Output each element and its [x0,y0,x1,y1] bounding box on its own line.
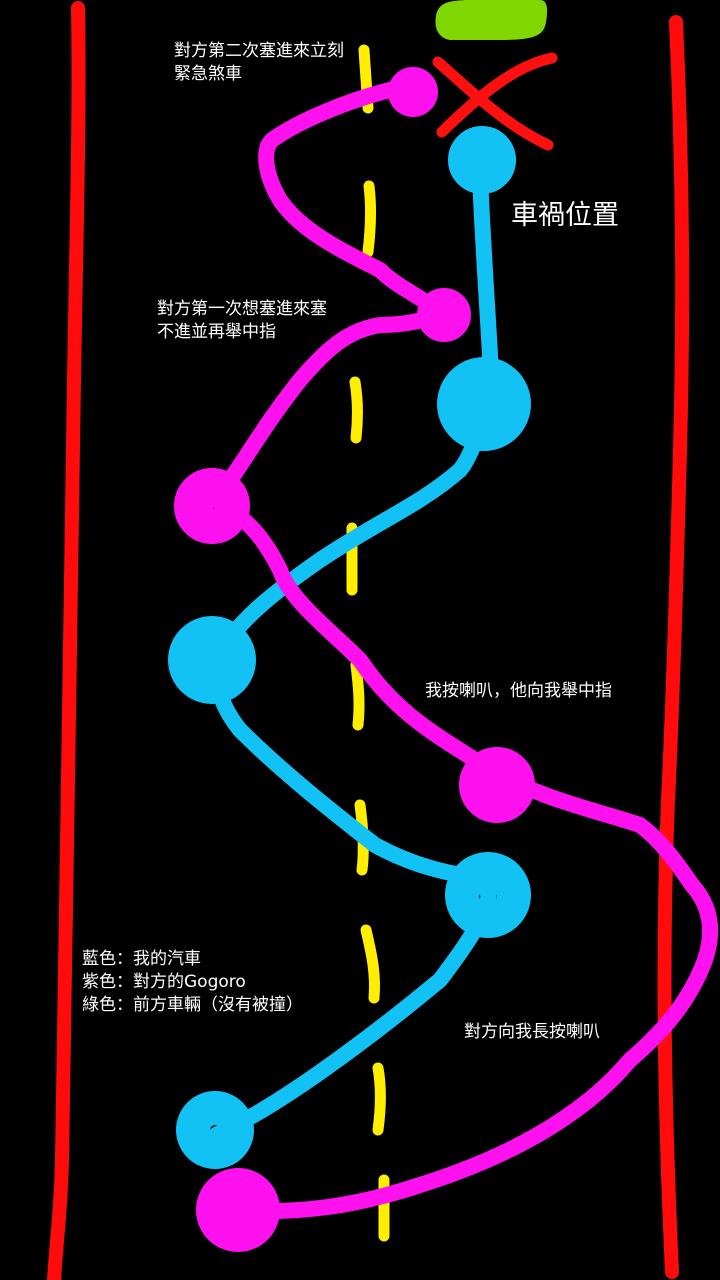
my-car-position-3 [168,616,256,704]
my-car-position-4 [445,852,531,938]
legend-green: 綠色：前方車輛（沒有被撞） [82,995,303,1015]
my-car-position-2 [437,357,531,451]
annotation-first-cut-in: 對方第一次想塞進來塞 不進並再舉中指 [157,299,327,342]
gogoro-markers [174,67,535,1252]
crash-x-icon [432,52,558,151]
center-dashed-line [346,44,390,1242]
front-vehicle-green [435,0,548,40]
legend: 藍色：我的汽車 紫色：對方的Gogoro 綠色：前方車輛（沒有被撞） [82,948,303,1017]
annotation-crash-location: 車禍位置 [511,200,619,231]
gogoro-position-4 [459,747,535,823]
legend-blue: 藍色：我的汽車 [82,949,201,969]
left-road-edge [47,1,86,1280]
my-car-markers [168,126,531,1169]
annotation-second-cut-in: 對方第二次塞進來立刻 緊急煞車 [174,41,344,84]
gogoro-position-1 [388,67,438,117]
gogoro-position-3 [174,468,250,544]
annotation-honk-middle-finger: 我按喇叭，他向我舉中指 [425,681,612,701]
my-car-position-5 [176,1091,254,1169]
right-road-edge [657,15,690,1279]
legend-purple: 紫色：對方的Gogoro [82,972,246,992]
my-car-position-1 [448,126,516,194]
annotation-long-honk: 對方向我長按喇叭 [464,1022,600,1042]
gogoro-position-5 [196,1168,280,1252]
gogoro-path [207,78,719,1220]
gogoro-position-2 [417,288,471,342]
